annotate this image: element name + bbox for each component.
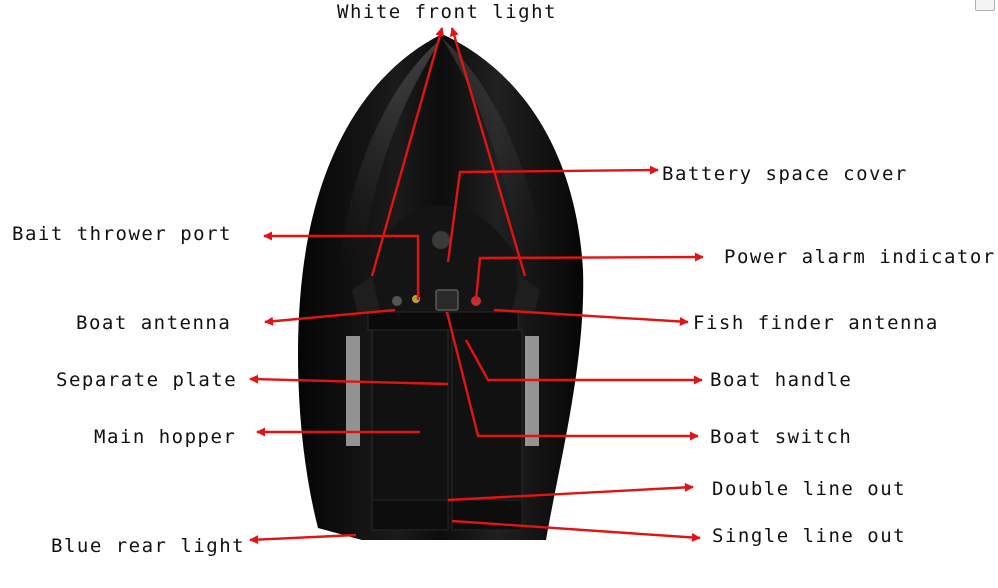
label-boat-antenna: Boat antenna [76,312,232,334]
arrow-blue-rear-light [249,533,357,545]
arrow-double-line-out [447,482,694,502]
label-separate-plate: Separate plate [56,369,238,391]
label-single-line-out: Single line out [712,525,907,547]
boat-hull [298,34,584,540]
arrow-separate-plate [249,374,449,386]
label-bait-thrower-port: Bait thrower port [12,223,232,245]
arrows [249,27,704,545]
arrow-battery-cover [446,165,659,263]
arrow-fish-finder [493,308,689,326]
label-double-line-out: Double line out [712,478,907,500]
arrow-boat-handle [464,339,703,385]
label-boat-handle: Boat handle [710,369,853,391]
arrow-front-light-left [370,27,445,277]
label-blue-rear-light: Blue rear light [51,535,246,557]
label-battery-space-cover: Battery space cover [662,163,908,185]
arrow-power-alarm [474,252,704,301]
arrow-boat-antenna [264,308,396,326]
label-main-hopper: Main hopper [94,426,237,448]
label-boat-switch: Boat switch [710,426,853,448]
label-fish-finder-antenna: Fish finder antenna [693,312,939,334]
arrow-front-light-right [449,27,527,277]
label-power-alarm-indicator: Power alarm indicator [724,246,996,268]
arrow-boat-switch [445,311,699,441]
corner-tab-icon [975,0,995,11]
arrow-bait-thrower [263,231,420,300]
arrow-single-line-out [451,519,701,542]
label-white-front-light: White front light [337,1,557,23]
